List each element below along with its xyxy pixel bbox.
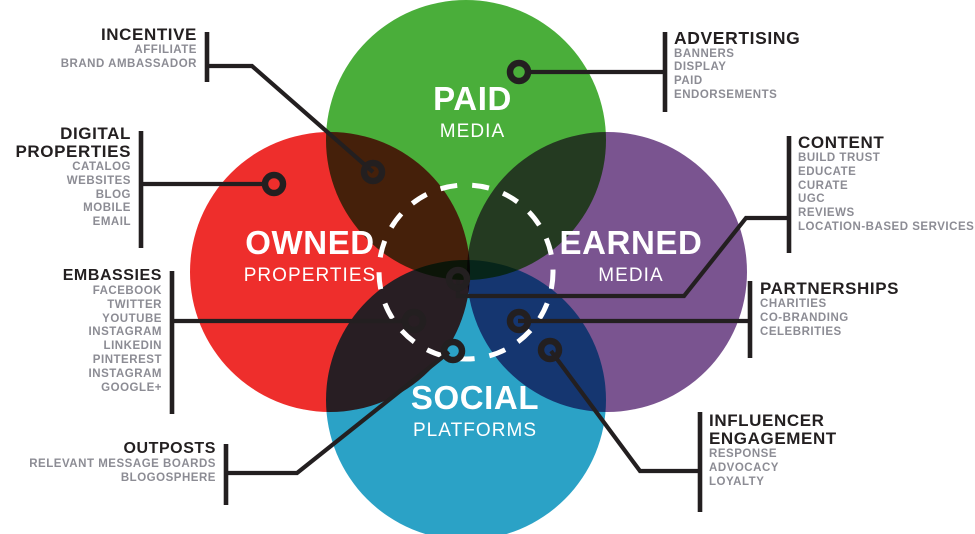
callout-title-line: PROPERTIES — [15, 142, 131, 162]
callout-list-item: LINKEDIN — [103, 340, 162, 353]
callout-title-line: CONTENT — [798, 133, 885, 152]
callout-list-item: BLOGOSPHERE — [120, 471, 216, 484]
callout-list-item: INSTAGRAM — [88, 367, 162, 380]
callout-list-item: BUILD TRUST — [798, 152, 881, 165]
venn-circles — [190, 0, 747, 534]
callout-list-item: UGC — [798, 193, 826, 206]
callout-list-item: CELEBRITIES — [760, 325, 842, 338]
callout-title-line: ADVERTISING — [674, 28, 801, 48]
callout-title-line: EMBASSIES — [62, 267, 162, 284]
callout-list-item: RESPONSE — [709, 448, 778, 461]
dot-partnerships[interactable] — [506, 308, 532, 334]
dot-influencer-engagement[interactable] — [537, 337, 563, 363]
callout-list-item: ADVOCACY — [709, 461, 779, 474]
callout-title-line: INFLUENCER — [709, 411, 825, 430]
callout-outposts-title: OUTPOSTS — [0, 440, 216, 458]
callout-advertising-title: ADVERTISING — [674, 29, 974, 48]
callout-title-line: PARTNERSHIPS — [760, 279, 900, 298]
callout-list-item: YOUTUBE — [102, 312, 162, 325]
callout-title-line: ENGAGEMENT — [709, 429, 837, 449]
dot-advertising[interactable] — [506, 59, 532, 85]
connector-influencer-engagement — [549, 349, 700, 474]
callout-list-item: BRAND AMBASSADOR — [60, 57, 197, 70]
dot-outposts[interactable] — [440, 338, 466, 364]
callout-list-item: CATALOG — [72, 161, 131, 174]
callout-list-item: DISPLAY — [674, 61, 727, 74]
callout-list-item: ENDORSEMENTS — [674, 88, 778, 101]
callout-title-line: INCENTIVE — [100, 25, 197, 44]
callout-list-item: BANNERS — [674, 47, 735, 60]
dot-incentive[interactable] — [360, 159, 386, 185]
callout-list-item: WEBSITES — [66, 174, 131, 187]
callout-list-item: BLOG — [95, 188, 131, 201]
callout-list-item: MOBILE — [83, 202, 131, 215]
callout-list-item: CURATE — [798, 179, 849, 192]
callout-list-item: LOCATION-BASED SERVICES — [798, 221, 975, 233]
callout-list-item: EDUCATE — [798, 165, 857, 178]
callout-title-line: OUTPOSTS — [123, 440, 216, 457]
callout-list-item: GOOGLE+ — [101, 381, 162, 394]
callout-list-item: AFFILIATE — [134, 44, 197, 57]
callout-list-item: TWITTER — [107, 298, 162, 311]
connector-incentive — [207, 63, 375, 174]
callout-title-line: DIGITAL — [60, 124, 131, 143]
callout-content-title: CONTENT — [798, 133, 975, 152]
dot-embassies[interactable] — [401, 308, 427, 334]
callout-list-item: CO-BRANDING — [760, 311, 849, 324]
callout-list-item: FACEBOOK — [92, 284, 162, 297]
callout-embassies-title: EMBASSIES — [0, 267, 162, 285]
circle-social — [326, 260, 606, 534]
callout-incentive-title: INCENTIVE — [0, 25, 197, 44]
callout-list-item: RELEVANT MESSAGE BOARDS — [29, 457, 216, 470]
dot-content[interactable] — [445, 266, 471, 292]
callout-partnerships-title: PARTNERSHIPS — [760, 279, 975, 298]
callout-list-item: INSTAGRAM — [88, 326, 162, 339]
callout-list-item: LOYALTY — [709, 475, 765, 488]
callout-list-item: EMAIL — [92, 216, 131, 229]
dot-digital-properties[interactable] — [261, 171, 287, 197]
connector-outposts — [226, 350, 451, 476]
callout-list-item: PINTEREST — [92, 353, 162, 366]
callout-list-item: PAID — [674, 75, 703, 88]
center-dashed-circle — [376, 182, 556, 362]
callout-list-item: CHARITIES — [760, 298, 827, 311]
callout-list-item: REVIEWS — [798, 207, 855, 220]
